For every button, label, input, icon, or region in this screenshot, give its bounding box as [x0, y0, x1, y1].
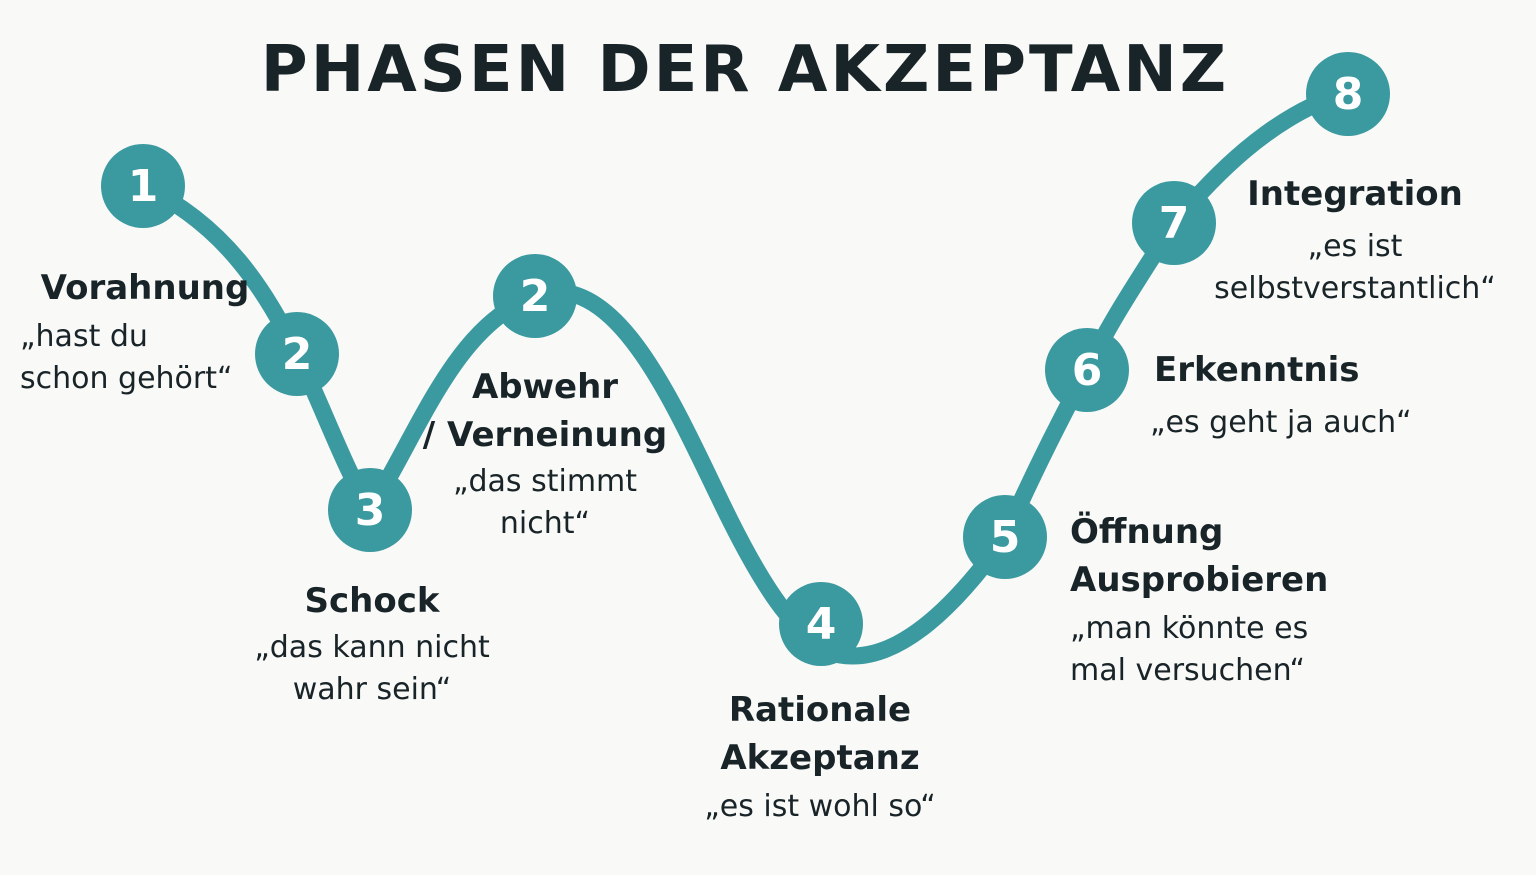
phase-node-6: 6 [1045, 328, 1129, 412]
diagram-title: PHASEN DER AKZEPTANZ [260, 33, 1230, 107]
curve-line [134, 83, 1357, 665]
phase-node-2: 2 [255, 312, 339, 396]
phase-node-5: 5 [963, 495, 1047, 579]
phase-label-erkenntnis: Erkenntnis „es geht ja auch“ [1150, 346, 1450, 444]
phase-node-3: 3 [328, 468, 412, 552]
phase-node-2-second: 2 [493, 254, 577, 338]
phase-quote: „es geht ja auch“ [1150, 405, 1412, 440]
phase-label-integration: Integration „es ist selbstverstantlich“ [1200, 170, 1510, 310]
phase-name: Rationale Akzeptanz [720, 690, 920, 778]
phase-node-1: 1 [101, 144, 185, 228]
phase-label-oeffnung: Öffnung Ausprobieren „man könnte es mal … [1070, 508, 1370, 692]
phase-name: Integration [1247, 174, 1463, 214]
phase-quote: „es ist selbstverstantlich“ [1214, 229, 1496, 306]
phase-label-rationale-akzeptanz: Rationale Akzeptanz „es ist wohl so“ [690, 686, 950, 828]
phase-node-7: 7 [1132, 181, 1216, 265]
phase-label-schock: Schock „das kann nicht wahr sein“ [230, 577, 514, 711]
phase-name: Erkenntnis [1154, 350, 1360, 390]
phase-quote: „es ist wohl so“ [704, 789, 936, 824]
phase-label-vorahnung: Vorahnung „hast du schon gehört“ [20, 264, 270, 400]
phase-node-4: 4 [779, 582, 863, 666]
phase-node-8: 8 [1306, 52, 1390, 136]
phase-quote: „man könnte es mal versuchen“ [1070, 611, 1309, 688]
phase-name: Öffnung Ausprobieren [1070, 512, 1329, 600]
phase-name: Schock [304, 581, 440, 621]
phase-quote: „das kann nicht wahr sein“ [254, 630, 490, 707]
phase-name: Abwehr / Verneinung [422, 367, 668, 455]
phase-name: Vorahnung [40, 268, 250, 308]
phase-quote: „hast du schon gehört“ [20, 319, 233, 396]
phase-label-abwehr: Abwehr / Verneinung „das stimmt nicht“ [420, 363, 670, 545]
phase-quote: „das stimmt nicht“ [452, 464, 638, 541]
